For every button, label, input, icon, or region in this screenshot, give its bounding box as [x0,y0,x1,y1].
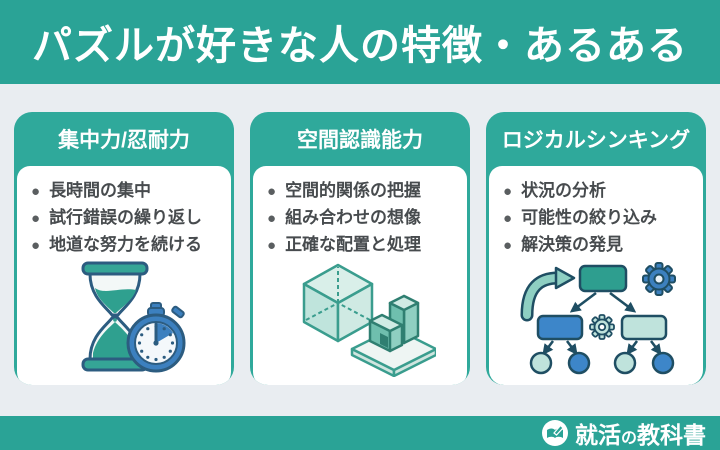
brand-particle: の [620,430,637,447]
card-body: ● 長時間の集中 ● 試行錯誤の繰り返し ● 地道な努力を続ける [17,166,231,385]
brand-prefix: 就活 [574,422,621,448]
hourglass-stopwatch-icon [31,259,219,379]
list-item: ● 可能性の絞り込み [503,205,691,232]
cards-row: 集中力/忍耐力 ● 長時間の集中 ● 試行錯誤の繰り返し ● 地道な努力を続ける [14,112,706,385]
list-item-label: 空間的関係の把握 [285,181,422,200]
bullet-icon: ● [267,210,277,227]
list-item: ● 試行錯誤の繰り返し [31,205,219,232]
card-spatial: 空間認識能力 ● 空間的関係の把握 ● 組み合わせの想像 ● 正確な配置と処理 [250,112,470,385]
list-item-label: 状況の分析 [521,181,607,200]
list-item-label: 可能性の絞り込み [521,208,658,227]
card-title: 集中力/忍耐力 [58,129,190,152]
card-body: ● 状況の分析 ● 可能性の絞り込み ● 解決策の発見 [489,166,703,385]
footer-band: 就活の教科書 [0,416,720,450]
bullet-list: ● 状況の分析 ● 可能性の絞り込み ● 解決策の発見 [503,178,691,259]
brand-text: 就活の教科書 [575,416,706,450]
list-item: ● 地道な努力を続ける [31,232,219,259]
card-header: 集中力/忍耐力 [14,112,234,166]
list-item-label: 地道な努力を続ける [49,235,203,254]
flowchart-gears-icon [503,259,691,377]
bullet-list: ● 空間的関係の把握 ● 組み合わせの想像 ● 正確な配置と処理 [267,178,455,259]
bullet-icon: ● [31,210,41,227]
bullet-icon: ● [503,210,513,227]
list-item: ● 解決策の発見 [503,232,691,259]
list-item: ● 状況の分析 [503,178,691,205]
bullet-icon: ● [267,183,277,200]
bullet-list: ● 長時間の集中 ● 試行錯誤の繰り返し ● 地道な努力を続ける [31,178,219,259]
brand-suffix: 教科書 [637,422,706,448]
card-body: ● 空間的関係の把握 ● 組み合わせの想像 ● 正確な配置と処理 [253,166,467,385]
card-title: ロジカルシンキング [501,129,691,152]
bullet-icon: ● [31,183,41,200]
card-title: 空間認識能力 [297,129,423,152]
page-title: パズルが好きな人の特徴・あるある [32,24,688,68]
list-item: ● 長時間の集中 [31,178,219,205]
card-logical: ロジカルシンキング ● 状況の分析 ● 可能性の絞り込み ● 解決策の発見 [486,112,706,385]
list-item-label: 長時間の集中 [49,181,152,200]
list-item: ● 正確な配置と処理 [267,232,455,259]
list-item: ● 空間的関係の把握 [267,178,455,205]
card-header: 空間認識能力 [250,112,470,166]
bullet-icon: ● [503,237,513,254]
book-pencil-icon [541,420,568,446]
bullet-icon: ● [267,237,277,254]
list-item: ● 組み合わせの想像 [267,205,455,232]
bullet-icon: ● [31,237,41,254]
list-item-label: 組み合わせの想像 [285,208,422,227]
bullet-icon: ● [503,183,513,200]
header-band: パズルが好きな人の特徴・あるある [0,0,720,84]
list-item-label: 正確な配置と処理 [285,235,422,254]
list-item-label: 解決策の発見 [521,235,624,254]
card-header: ロジカルシンキング [486,112,706,166]
list-item-label: 試行錯誤の繰り返し [49,208,203,227]
cube-blocks-icon [267,259,455,379]
card-concentration: 集中力/忍耐力 ● 長時間の集中 ● 試行錯誤の繰り返し ● 地道な努力を続ける [14,112,234,385]
